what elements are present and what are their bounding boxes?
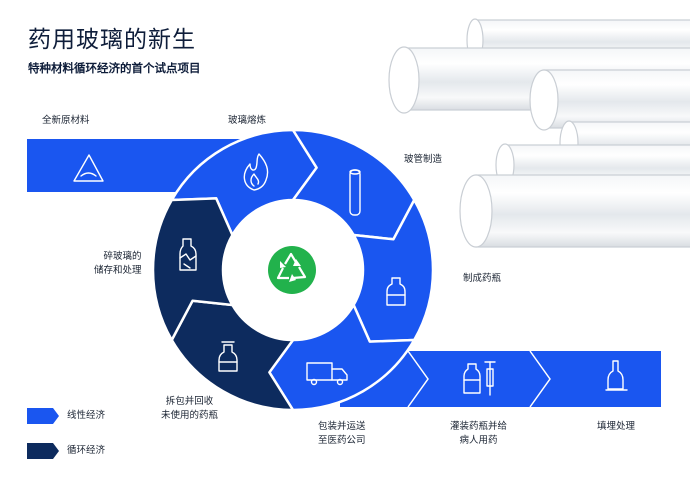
empty-bottle-icon	[605, 360, 628, 391]
step-label-filling-patients: 灌装药瓶并给 病人用药	[450, 421, 508, 446]
page-subtitle: 特种材料循环经济的首个试点项目	[28, 61, 201, 75]
step-label-melting: 玻璃熔炼	[228, 115, 267, 126]
powder-pile-icon	[73, 154, 104, 182]
page-title: 药用玻璃的新生	[28, 27, 196, 53]
step-label-tube-making: 玻管制造	[404, 154, 443, 165]
glass-tubes-image	[388, 18, 690, 248]
linear-output-band	[340, 350, 661, 408]
legend-label-circular: 循环经济	[67, 445, 106, 456]
truck-icon	[306, 362, 348, 386]
step-label-vial-making: 制成药瓶	[463, 273, 502, 284]
circular-ring	[151, 128, 435, 412]
legend-swatch-linear	[27, 408, 59, 424]
step-label-raw-material: 全新原材料	[42, 115, 90, 126]
legend-swatch-circular	[27, 443, 59, 459]
recycle-icon	[268, 246, 316, 294]
box-vial-icon	[218, 341, 238, 372]
glass-tube-icon	[349, 169, 361, 216]
step-label-packaging-transport: 包装并运送 至医药公司	[318, 421, 366, 446]
step-label-crush-store: 碎玻璃的 储存和处理	[94, 251, 142, 276]
vial-icon	[386, 277, 406, 306]
vial-and-syringe-icon	[463, 361, 496, 396]
broken-vial-icon	[179, 238, 197, 271]
legend-swatches	[27, 408, 59, 459]
step-label-landfill: 填埋处理	[597, 421, 636, 432]
step-label-disassemble-recycle: 拆包并回收 未使用的药瓶	[161, 396, 219, 421]
legend-label-linear: 线性经济	[67, 410, 106, 421]
flame-icon	[243, 153, 269, 191]
